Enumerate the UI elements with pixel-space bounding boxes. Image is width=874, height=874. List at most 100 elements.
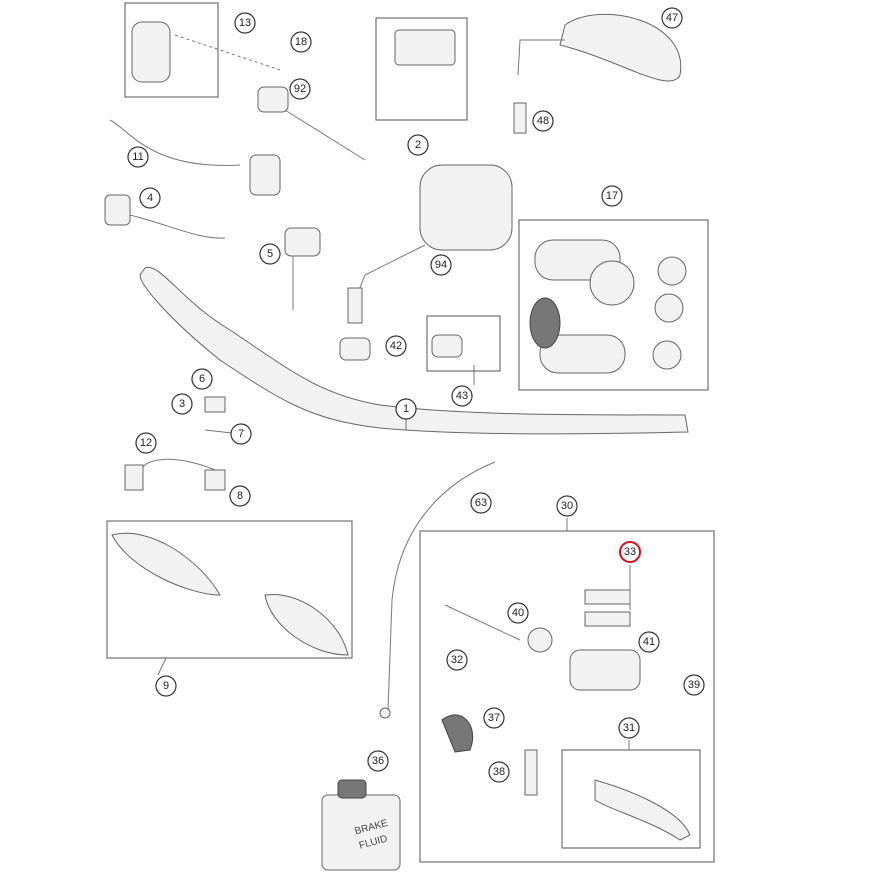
callout-number: 63 xyxy=(475,497,487,509)
callout-2[interactable]: 2 xyxy=(407,134,429,156)
callout-circle xyxy=(127,146,149,168)
callout-number: 47 xyxy=(666,12,678,24)
callout-40[interactable]: 40 xyxy=(507,602,529,624)
callout-18[interactable]: 18 xyxy=(290,31,312,53)
callout-6[interactable]: 6 xyxy=(191,368,213,390)
callout-5[interactable]: 5 xyxy=(259,243,281,265)
group-box-13 xyxy=(124,2,219,98)
callout-circle xyxy=(230,423,252,445)
group-box-17 xyxy=(518,219,709,391)
switch-2 xyxy=(394,29,456,66)
callout-number: 13 xyxy=(239,17,251,29)
callout-circle xyxy=(367,750,389,772)
callout-63[interactable]: 63 xyxy=(470,492,492,514)
callout-number: 41 xyxy=(643,636,655,648)
callout-number: 4 xyxy=(147,192,153,204)
wire-11 xyxy=(109,119,241,166)
master-cylinder xyxy=(569,649,641,691)
switch-5 xyxy=(284,227,321,257)
piston-32 xyxy=(444,604,521,641)
callout-36[interactable]: 36 xyxy=(367,750,389,772)
callout-number: 1 xyxy=(403,403,409,415)
callout-13[interactable]: 13 xyxy=(234,12,256,34)
callout-circle xyxy=(290,31,312,53)
callout-41[interactable]: 41 xyxy=(638,631,660,653)
callout-circle xyxy=(289,78,311,100)
callout-8[interactable]: 8 xyxy=(229,485,251,507)
callout-47[interactable]: 47 xyxy=(661,7,683,29)
callout-94[interactable]: 94 xyxy=(430,254,452,276)
callout-92[interactable]: 92 xyxy=(289,78,311,100)
callout-number: 11 xyxy=(132,151,143,163)
mirror-stem xyxy=(354,244,426,301)
callout-circle xyxy=(191,368,213,390)
callout-number: 39 xyxy=(688,679,700,691)
callout-number: 40 xyxy=(512,607,524,619)
callout-circle xyxy=(135,432,157,454)
grip-flange xyxy=(529,297,561,349)
callout-number: 94 xyxy=(435,259,447,271)
sensor-12 xyxy=(124,464,144,491)
cam-2 xyxy=(654,293,684,323)
callout-circle xyxy=(451,385,473,407)
callout-1[interactable]: 1 xyxy=(395,398,417,420)
callout-12[interactable]: 12 xyxy=(135,432,157,454)
part-3 xyxy=(204,396,226,413)
callout-39[interactable]: 39 xyxy=(683,674,705,696)
callout-circle xyxy=(155,675,177,697)
callout-number: 43 xyxy=(456,390,468,402)
group-box-9 xyxy=(106,520,353,659)
callout-circle xyxy=(446,649,468,671)
callout-17[interactable]: 17 xyxy=(601,185,623,207)
callout-31[interactable]: 31 xyxy=(618,717,640,739)
callout-number: 92 xyxy=(294,83,306,95)
callout-number: 38 xyxy=(493,766,505,778)
callout-number: 30 xyxy=(561,500,573,512)
callout-number: 48 xyxy=(537,115,549,127)
callout-number: 33 xyxy=(624,546,636,558)
part-37 xyxy=(441,714,474,753)
throttle-tube xyxy=(589,260,635,306)
callout-number: 37 xyxy=(488,712,500,724)
group-box-31 xyxy=(561,749,701,849)
callout-9[interactable]: 9 xyxy=(155,675,177,697)
callout-circle xyxy=(638,631,660,653)
bottle-cap xyxy=(337,779,367,799)
handlebar xyxy=(139,266,689,435)
callout-circle xyxy=(661,7,683,29)
callout-30[interactable]: 30 xyxy=(556,495,578,517)
callout-48[interactable]: 48 xyxy=(532,110,554,132)
part-92 xyxy=(257,86,289,113)
callout-11[interactable]: 11 xyxy=(127,146,149,168)
callout-circle xyxy=(507,602,529,624)
switch-4 xyxy=(104,194,131,226)
mirror-47 xyxy=(559,13,682,82)
callout-3[interactable]: 3 xyxy=(171,393,193,415)
callout-number: 9 xyxy=(163,680,169,692)
mirror-47-stem xyxy=(517,39,565,76)
callout-circle xyxy=(470,492,492,514)
brake-lever-31 xyxy=(594,779,691,841)
switch-11 xyxy=(249,154,281,196)
callout-number: 12 xyxy=(140,437,152,449)
callout-circle xyxy=(430,254,452,276)
group-box-43 xyxy=(426,315,501,372)
callout-42[interactable]: 42 xyxy=(385,335,407,357)
callout-33[interactable]: 33 xyxy=(619,541,641,563)
callout-circle xyxy=(139,187,161,209)
callout-4[interactable]: 4 xyxy=(139,187,161,209)
callout-circle xyxy=(618,717,640,739)
callout-circle xyxy=(601,185,623,207)
callout-number: 2 xyxy=(415,139,421,151)
callout-37[interactable]: 37 xyxy=(483,707,505,729)
handguard-right xyxy=(264,593,349,656)
callout-32[interactable]: 32 xyxy=(446,649,468,671)
callout-43[interactable]: 43 xyxy=(451,385,473,407)
callout-38[interactable]: 38 xyxy=(488,761,510,783)
callout-7[interactable]: 7 xyxy=(230,423,252,445)
part-38 xyxy=(524,749,538,796)
callout-circle xyxy=(229,485,251,507)
callout-number: 5 xyxy=(267,248,273,260)
mirror-94 xyxy=(419,164,513,251)
